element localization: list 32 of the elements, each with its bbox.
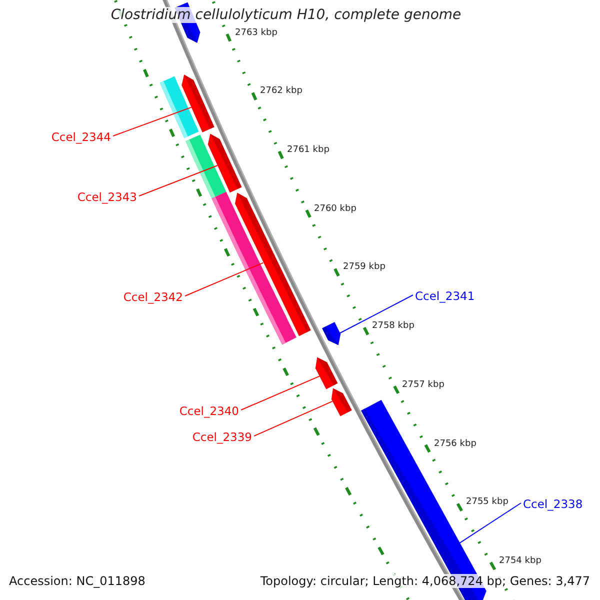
gene-bar [321,321,342,347]
gene-label: Ccel_2343 [77,190,137,204]
leader-line [340,294,414,334]
gene-label: Ccel_2339 [192,430,252,444]
gene-bar [206,132,243,194]
scale-label: 2759 kbp [343,262,386,273]
scale-label: 2757 kbp [402,380,444,391]
scale-label: 2756 kbp [434,439,476,450]
gene-label: Ccel_2344 [51,130,111,144]
scale-label: 2761 kbp [287,145,330,156]
scale-label: 2755 kbp [466,497,508,508]
scale-label: 2754 kbp [499,556,542,567]
leader-line [184,262,264,296]
gene-label: Ccel_2342 [123,290,183,304]
gene-bar [234,191,312,338]
leader-line [458,502,522,544]
accession-text: Accession: NC_011898 [9,574,146,588]
leader-line [138,165,218,196]
genome-stats-text: Topology: circular; Length: 4,068,724 bp; Genes: 3,477 [260,574,590,588]
scale-label: 2763 kbp [235,28,278,39]
scale-label: 2760 kbp [314,204,356,215]
gene-bar [180,73,216,134]
gene-label: Ccel_2340 [179,404,239,418]
leader-line [254,400,333,436]
gene-label: Ccel_2341 [415,289,475,303]
leader-line [240,376,320,410]
scale-label: 2758 kbp [372,321,414,332]
gene-bar [314,356,339,391]
gene-label: Ccel_2338 [523,497,583,511]
gene-bar [330,387,353,418]
scale-label: 2762 kbp [260,86,302,97]
leader-line [112,106,192,136]
